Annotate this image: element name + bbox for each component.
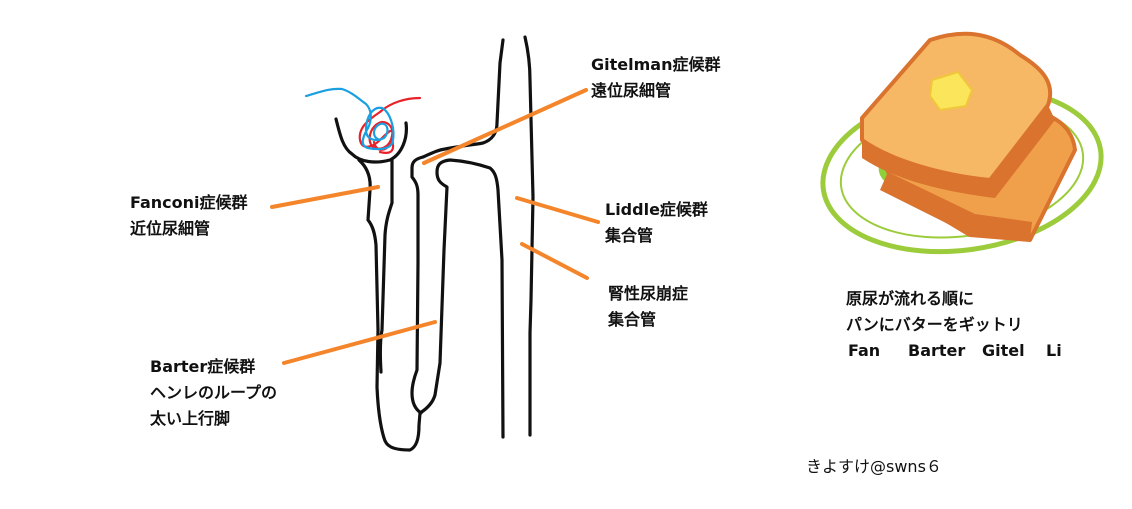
pointer-fanconi (270, 185, 380, 209)
mnemonic: 原尿が流れる順に パンにバターをギットリ Fan Barter Gitel Li (846, 286, 1086, 364)
collecting-duct-wall (523, 35, 535, 437)
disease-name: Gitelman症候群 (591, 55, 721, 74)
disease-name: Barter症候群 (150, 357, 256, 376)
signature: きよすけ@swns６ (806, 457, 942, 476)
distal-tubule-top (421, 38, 505, 159)
disease-name: Liddle症候群 (605, 200, 708, 219)
site-name: 近位尿細管 (130, 219, 211, 238)
tubule-outer-line (357, 158, 505, 452)
glomerulus (304, 87, 422, 154)
bowman-capsule (334, 117, 408, 164)
site-name: 集合管 (608, 310, 657, 329)
label-gitelman: Gitelman症候群 遠位尿細管 (591, 52, 720, 104)
toast-illustration (820, 31, 1104, 255)
pointer-gitelman (422, 88, 588, 165)
word-li: Li (1046, 341, 1062, 360)
butter (928, 70, 974, 112)
loop-inner-line (410, 155, 425, 415)
mnemonic-line1: 原尿が流れる順に (846, 289, 975, 308)
label-ndi: 腎性尿崩症 集合管 (608, 281, 688, 333)
site-name: 太い上行脚 (150, 409, 231, 428)
disease-name: 腎性尿崩症 (608, 284, 689, 303)
label-liddle: Liddle症候群 集合管 (605, 197, 708, 249)
word-gitel: Gitel (982, 341, 1025, 360)
pointer-lines (270, 88, 600, 365)
word-barter: Barter (908, 341, 966, 360)
mnemonic-line2: パンにバターをギットリ (846, 315, 1023, 334)
site-name: 集合管 (605, 226, 654, 245)
label-bartter: Barter症候群 ヘンレのループの 太い上行脚 (150, 354, 277, 432)
pointer-bartter (282, 320, 437, 365)
site-name: ヘンレのループの (150, 383, 278, 402)
word-fan: Fan (848, 341, 881, 360)
label-fanconi: Fanconi症候群 近位尿細管 (130, 190, 248, 242)
pointer-liddle (515, 196, 600, 224)
tubule-inner-line (378, 158, 394, 374)
pointer-ndi (520, 242, 589, 280)
disease-name: Fanconi症候群 (130, 193, 248, 212)
site-name: 遠位尿細管 (591, 81, 672, 100)
mnemonic-words: Fan Barter Gitel Li (846, 338, 1086, 364)
